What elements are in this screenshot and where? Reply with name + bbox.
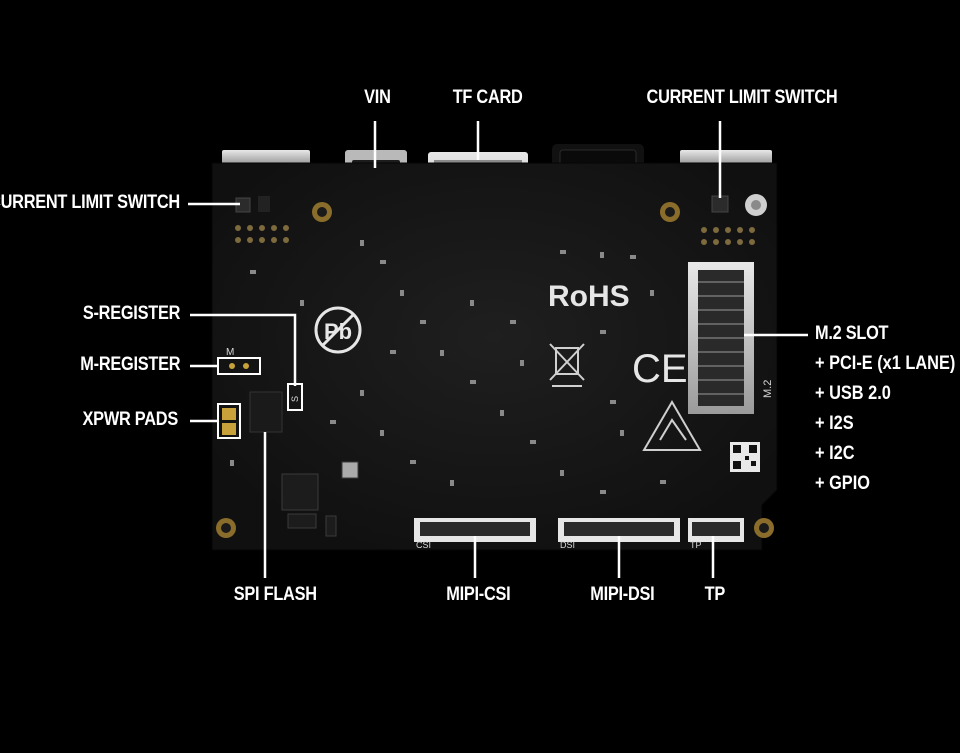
- pcb-board: [211, 162, 778, 551]
- label-s-register: S-REGISTER: [82, 303, 181, 324]
- label-vin: VIN: [364, 87, 391, 108]
- svg-text:S: S: [290, 396, 300, 402]
- usb-port-left: [222, 150, 310, 164]
- svg-text:TP: TP: [690, 540, 702, 550]
- weee-icon: [549, 343, 585, 387]
- svg-text:M: M: [226, 347, 234, 358]
- m2-feature-item: + I2C: [815, 443, 855, 464]
- label-spi-flash: SPI FLASH: [233, 584, 317, 605]
- label-m-register: M-REGISTER: [79, 354, 180, 375]
- label-xpwr-pads: XPWR PADS: [82, 409, 179, 430]
- label-tp: TP: [704, 584, 726, 605]
- rohs-mark: RoHS: [548, 280, 630, 313]
- qr-code: [730, 442, 760, 472]
- spi-flash-chip: [249, 391, 283, 433]
- mounting-holes: [216, 194, 774, 538]
- m2-slot-connector: [688, 262, 754, 414]
- dsi-connector: DSI: [558, 518, 680, 550]
- m2-feature-item: + I2S: [815, 413, 854, 434]
- ce-mark: CE: [632, 347, 688, 391]
- svg-text:DSI: DSI: [560, 540, 575, 550]
- m2-silk: M.2: [762, 380, 774, 398]
- pb-free-icon: Pb: [314, 306, 362, 354]
- label-m2-slot: M.2 SLOT: [815, 323, 889, 344]
- smd-components: [230, 240, 666, 494]
- label-current-limit-switch-left: CURRENT LIMIT SWITCH: [0, 192, 180, 213]
- current-limit-ic-left: [235, 196, 270, 213]
- m2-feature-item: + USB 2.0: [815, 383, 891, 404]
- label-mipi-dsi: MIPI-DSI: [590, 584, 655, 605]
- esd-warning-icon: [642, 400, 702, 451]
- m2-feature-item: + GPIO: [815, 473, 870, 494]
- leader-s-register: [190, 313, 297, 386]
- label-mipi-csi: MIPI-CSI: [446, 584, 511, 605]
- misc-ics: [281, 461, 359, 537]
- m2-feature-item: + PCI-E (x1 LANE): [815, 353, 956, 374]
- label-current-limit-switch-top: CURRENT LIMIT SWITCH: [646, 87, 838, 108]
- header-pins: [235, 225, 755, 245]
- usb-port-right: [680, 150, 772, 164]
- tp-connector: TP: [688, 518, 744, 550]
- label-tf-card: TF CARD: [452, 87, 523, 108]
- leader-lines: [188, 121, 808, 578]
- svg-text:CSI: CSI: [416, 540, 431, 550]
- current-limit-ic-right: [711, 195, 729, 213]
